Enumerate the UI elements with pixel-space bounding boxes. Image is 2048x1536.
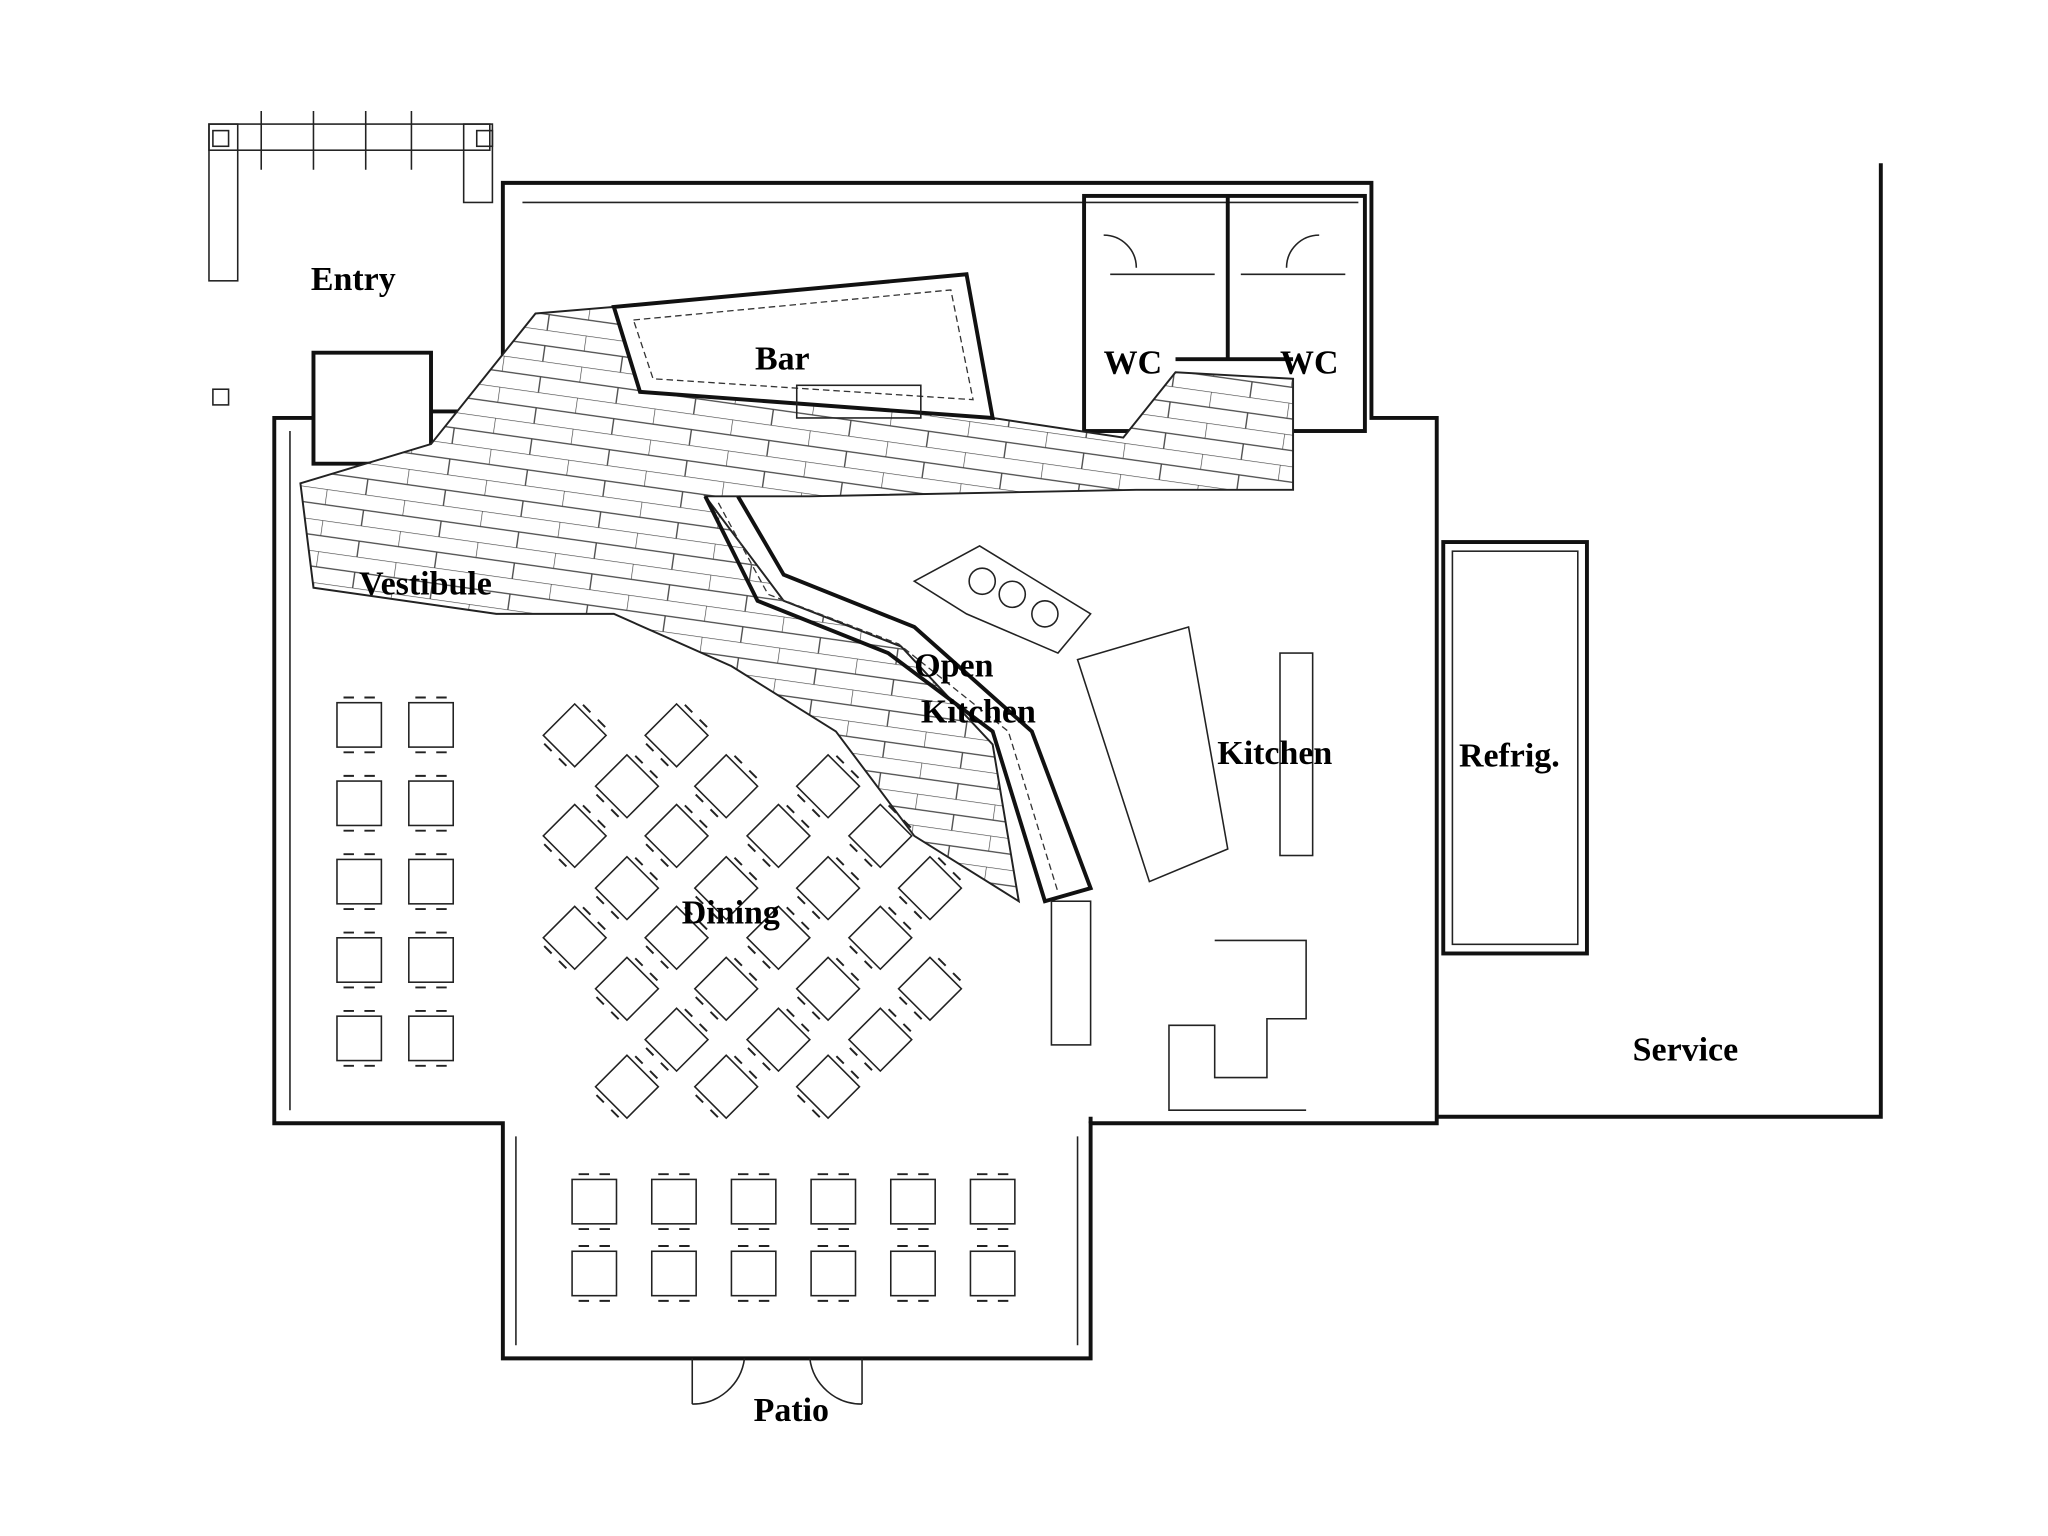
table [847,905,913,971]
table [795,956,861,1022]
label-dining: Dining [682,894,780,931]
table [889,1245,936,1302]
table [693,855,759,921]
label-open-kitchen-2: Kitchen [921,693,1036,730]
table [795,1054,861,1120]
table [644,803,710,869]
table [644,905,710,971]
table [889,1173,936,1231]
table [542,702,608,768]
table [336,696,383,754]
table [897,956,963,1022]
table [810,1245,857,1302]
table [730,1173,777,1231]
table [847,803,913,869]
label-patio: Patio [754,1392,829,1429]
table [693,753,759,819]
label-refrig: Refrig. [1459,738,1560,775]
service-yard [1436,163,1883,1119]
table [594,753,660,819]
table [847,1007,913,1073]
dining-tables [336,696,1016,1302]
table [542,803,608,869]
table [644,1007,710,1073]
table [897,855,963,921]
table [745,905,811,971]
table [730,1245,777,1302]
table [810,1173,857,1231]
label-entry: Entry [311,261,396,298]
table [571,1173,618,1231]
label-open-kitchen-1: Open [914,648,993,685]
label-vestibule: Vestibule [359,565,492,602]
open-kitchen-counter [703,495,1094,904]
entry-pergola [208,111,494,406]
refrigerator-room [1441,540,1589,956]
table [336,931,383,989]
table [408,1009,455,1067]
table [594,855,660,921]
table [745,1007,811,1073]
table [745,803,811,869]
table [795,855,861,921]
table [594,956,660,1022]
table [795,753,861,819]
table [650,1245,697,1302]
table [571,1245,618,1302]
table [594,1054,660,1120]
table [408,853,455,911]
table [336,1009,383,1067]
label-wc-right: WC [1280,345,1338,382]
room-labels: Entry Bar WC WC Vestibule Open Kitchen K… [311,261,1738,1429]
kitchen-equipment [912,545,1314,1111]
label-wc-left: WC [1104,345,1162,382]
patio-doors [691,1358,863,1405]
bar-counter [611,272,996,421]
table [336,853,383,911]
table [408,774,455,832]
table [408,931,455,989]
table [542,905,608,971]
table [969,1245,1016,1302]
label-kitchen: Kitchen [1217,735,1332,772]
table [644,702,710,768]
table [693,956,759,1022]
table [408,696,455,754]
table [693,1054,759,1120]
table [336,774,383,832]
label-bar: Bar [755,341,810,378]
brick-floor-band [299,305,1295,904]
label-service: Service [1633,1032,1739,1069]
table [969,1173,1016,1231]
table [650,1173,697,1231]
